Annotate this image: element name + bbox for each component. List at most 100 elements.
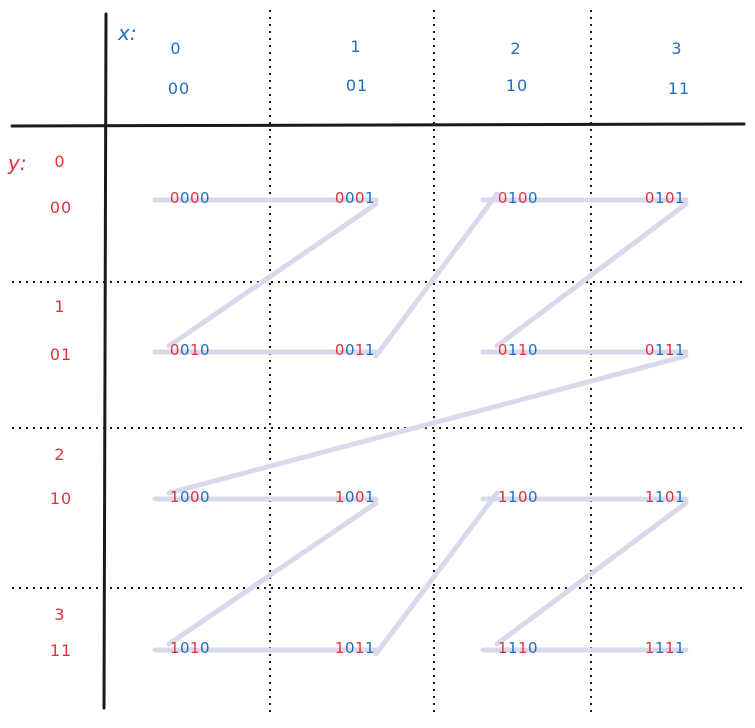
cell-bit: 0 <box>200 639 210 657</box>
cell-bit: 1 <box>518 341 528 359</box>
cell-code-0111: 0111 <box>645 341 685 359</box>
axis-lines <box>10 12 746 710</box>
cell-bit: 0 <box>355 189 365 207</box>
cell-code-0100: 0100 <box>498 189 538 207</box>
cell-bit: 1 <box>655 639 665 657</box>
cell-bit: 1 <box>170 639 180 657</box>
vertical-axis-line <box>102 12 108 710</box>
row-bits-1: 01 <box>50 345 72 364</box>
cell-bit: 0 <box>345 189 355 207</box>
curve-segment-1101-to-1110 <box>494 500 689 647</box>
grid-lines <box>12 10 745 715</box>
cell-bit: 1 <box>665 639 675 657</box>
y-axis-label: y: <box>7 151 27 175</box>
cell-bit: 0 <box>180 189 190 207</box>
curve-segment-0111-to-1000 <box>166 353 689 496</box>
cell-bit: 0 <box>170 189 180 207</box>
cell-code-0001: 0001 <box>335 189 375 207</box>
column-bits-2: 10 <box>506 76 528 95</box>
cell-code-1111: 1111 <box>645 639 685 657</box>
cell-code-1110: 1110 <box>498 639 538 657</box>
cell-bit: 0 <box>528 488 538 506</box>
cell-bit: 1 <box>365 189 375 207</box>
cell-bit: 0 <box>180 639 190 657</box>
curve-segment-0001-to-0010 <box>166 201 379 349</box>
cell-bit: 0 <box>518 488 528 506</box>
column-bits-3: 11 <box>668 79 690 98</box>
cell-bit: 1 <box>518 639 528 657</box>
column-bits-1: 01 <box>346 76 368 95</box>
cell-bit: 0 <box>200 488 210 506</box>
cell-bit: 0 <box>335 341 345 359</box>
column-index-1: 1 <box>350 37 361 56</box>
x-axis-label: x: <box>117 21 137 45</box>
cell-code-1000: 1000 <box>170 488 210 506</box>
cell-code-1001: 1001 <box>335 488 375 506</box>
cell-bit: 0 <box>345 341 355 359</box>
cell-bit: 1 <box>655 189 665 207</box>
row-headers: 0 00 1 01 2 10 3 11 <box>50 152 72 660</box>
cell-bit: 0 <box>645 189 655 207</box>
row-index-0: 0 <box>54 152 65 171</box>
cell-bit: 0 <box>645 341 655 359</box>
cell-bit: 1 <box>498 639 508 657</box>
column-index-2: 2 <box>510 39 521 58</box>
column-headers: 0 00 1 01 2 10 3 11 <box>168 37 690 98</box>
cell-bit: 1 <box>170 488 180 506</box>
cell-code-1100: 1100 <box>498 488 538 506</box>
cell-bit: 0 <box>200 341 210 359</box>
cell-bit: 0 <box>190 189 200 207</box>
cell-bit: 0 <box>180 488 190 506</box>
row-index-2: 2 <box>54 445 65 464</box>
cell-bit: 1 <box>498 488 508 506</box>
horizontal-axis-line <box>10 122 746 128</box>
cell-bit: 1 <box>675 341 685 359</box>
curve-segment-0101-to-0110 <box>494 201 689 349</box>
column-index-3: 3 <box>671 39 682 58</box>
cell-bit: 1 <box>365 488 375 506</box>
cell-bit: 0 <box>498 189 508 207</box>
cell-bit: 1 <box>508 341 518 359</box>
row-bits-2: 10 <box>50 489 72 508</box>
row-index-3: 3 <box>54 605 65 624</box>
cell-bit: 0 <box>528 639 538 657</box>
column-index-0: 0 <box>170 39 181 58</box>
cell-code-0110: 0110 <box>498 341 538 359</box>
cell-bit: 1 <box>655 341 665 359</box>
cell-code-0101: 0101 <box>645 189 685 207</box>
cell-bit: 1 <box>508 488 518 506</box>
cell-code-1101: 1101 <box>645 488 685 506</box>
cell-bit: 0 <box>180 341 190 359</box>
cell-bit: 0 <box>345 488 355 506</box>
cell-bit: 0 <box>335 189 345 207</box>
cell-bit: 1 <box>355 639 365 657</box>
cell-bit: 1 <box>355 341 365 359</box>
cell-bit: 0 <box>200 189 210 207</box>
row-bits-0: 00 <box>50 198 72 217</box>
cell-bit: 1 <box>675 488 685 506</box>
cell-bit: 0 <box>170 341 180 359</box>
cell-bit: 1 <box>190 639 200 657</box>
cell-bit: 1 <box>675 189 685 207</box>
cell-bit: 1 <box>190 341 200 359</box>
row-index-1: 1 <box>54 297 65 316</box>
cell-code-0000: 0000 <box>170 189 210 207</box>
cell-bit: 0 <box>665 488 675 506</box>
cell-bit: 1 <box>508 639 518 657</box>
cell-bit: 0 <box>345 639 355 657</box>
row-bits-3: 11 <box>50 641 72 660</box>
cell-bit: 1 <box>365 639 375 657</box>
cell-code-1011: 1011 <box>335 639 375 657</box>
cell-bit: 1 <box>335 639 345 657</box>
cell-bit: 1 <box>365 341 375 359</box>
cell-bit: 0 <box>528 341 538 359</box>
column-bits-0: 00 <box>168 79 190 98</box>
cell-bit: 1 <box>645 488 655 506</box>
curve-segment-1001-to-1010 <box>166 500 379 647</box>
z-order-curve <box>152 191 689 657</box>
cell-bit: 0 <box>498 341 508 359</box>
cell-bit: 0 <box>190 488 200 506</box>
curve-segment-1011-to-1100 <box>373 490 500 657</box>
